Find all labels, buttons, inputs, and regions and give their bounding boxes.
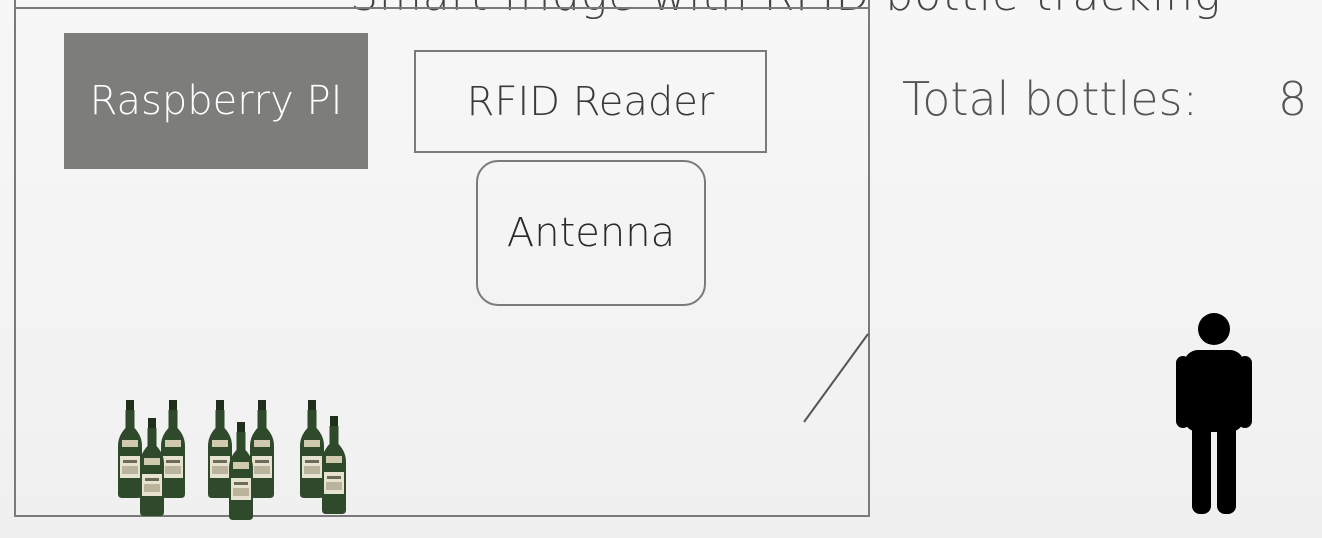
rfid-reader-box: RFID Reader xyxy=(414,50,767,153)
raspberry-pi-label: Raspberry PI xyxy=(89,78,343,124)
wine-bottle-icon xyxy=(140,418,164,516)
door-line xyxy=(803,333,869,423)
wine-bottle-icon xyxy=(118,400,142,498)
total-bottles-value: 8 xyxy=(1278,72,1308,126)
page-title: Smart fridge with RFID bottle tracking xyxy=(350,0,1221,21)
total-bottles-label: Total bottles: xyxy=(902,72,1199,126)
wine-bottle-icon xyxy=(161,400,185,498)
fridge-box xyxy=(14,7,870,517)
rfid-reader-label: RFID Reader xyxy=(466,78,715,125)
frame-tick-right xyxy=(868,0,870,8)
antenna-label: Antenna xyxy=(506,210,676,256)
bottle-group xyxy=(118,400,346,520)
wine-bottle-icon xyxy=(208,400,232,498)
wine-bottle-icon xyxy=(322,416,346,514)
wine-bottle-icon xyxy=(300,400,324,498)
frame-tick-left xyxy=(14,0,16,8)
wine-bottle-icon xyxy=(229,422,253,520)
person-icon xyxy=(1176,313,1252,514)
antenna-box: Antenna xyxy=(476,160,706,306)
wine-bottle-icon xyxy=(250,400,274,498)
raspberry-pi-box: Raspberry PI xyxy=(64,33,368,169)
